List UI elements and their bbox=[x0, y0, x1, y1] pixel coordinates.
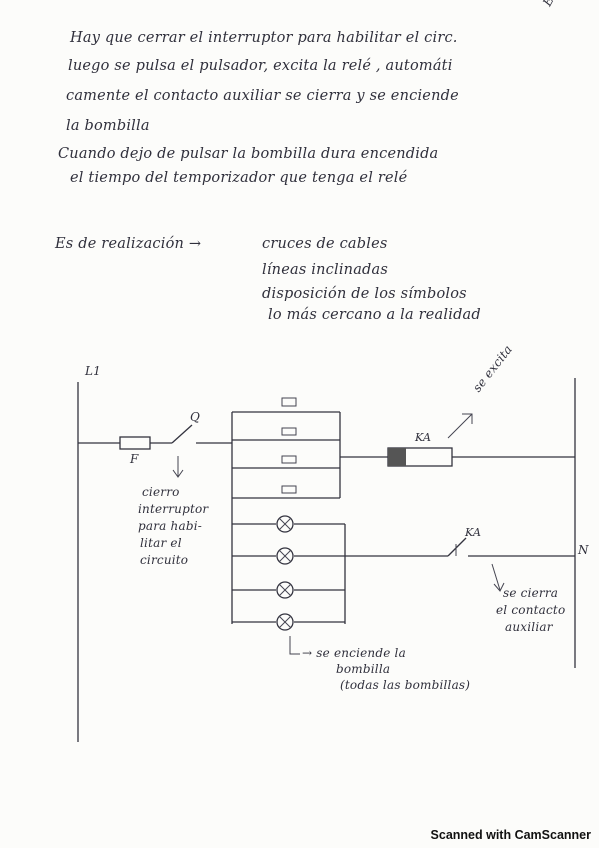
label-n: N bbox=[578, 543, 589, 557]
excite-arrow bbox=[447, 413, 473, 439]
scanner-footer: Scanned with CamScanner bbox=[430, 828, 591, 842]
contact-note-2: el contacto bbox=[496, 603, 566, 617]
note-line-3: camente el contacto auxiliar se cierra y… bbox=[66, 88, 459, 104]
note-line-2: luego se pulsa el pulsador, excita la re… bbox=[68, 58, 453, 74]
contact-note-3: auxiliar bbox=[505, 620, 553, 634]
contact-note-1: se cierra bbox=[503, 586, 559, 600]
switch-note-3: para habi- bbox=[138, 519, 202, 533]
label-q: Q bbox=[190, 410, 201, 424]
switch-note-2: interruptor bbox=[138, 502, 209, 516]
label-ka-contact: KA bbox=[465, 526, 482, 539]
criteria-item-1: cruces de cables bbox=[262, 236, 388, 252]
bulb-note-3: (todas las bombillas) bbox=[340, 678, 471, 692]
switch-q bbox=[171, 424, 193, 444]
criteria-heading: Es de realización → bbox=[55, 236, 202, 252]
contact-arrow bbox=[491, 563, 501, 591]
criteria-item-3: disposición de los símbolos bbox=[262, 286, 467, 302]
note-line-6: el tiempo del temporizador que tenga el … bbox=[70, 170, 408, 186]
switch-note-5: circuito bbox=[140, 553, 189, 567]
push-buttons bbox=[232, 397, 340, 499]
fuse-f bbox=[119, 436, 151, 450]
ka-contact bbox=[447, 537, 467, 557]
criteria-item-4: lo más cercano a la realidad bbox=[268, 307, 481, 323]
label-ka-coil: KA bbox=[415, 431, 432, 444]
switch-note-4: litar el bbox=[140, 536, 182, 550]
label-f: F bbox=[130, 452, 139, 466]
ka-coil-fill bbox=[388, 448, 406, 466]
bulbs bbox=[232, 515, 345, 631]
switch-note-1: cierro bbox=[142, 485, 180, 499]
criteria-item-2: líneas inclinadas bbox=[262, 262, 389, 278]
bulb-note-1: → se enciende la bbox=[302, 646, 406, 660]
note-line-1: Hay que cerrar el interruptor para habil… bbox=[70, 30, 458, 46]
bulb-arrow bbox=[289, 636, 300, 655]
bulb-note-2: bombilla bbox=[336, 662, 391, 676]
note-line-4: la bombilla bbox=[66, 118, 150, 134]
note-line-5: Cuando dejo de pulsar la bombilla dura e… bbox=[58, 146, 439, 162]
label-l1: L1 bbox=[85, 364, 102, 378]
